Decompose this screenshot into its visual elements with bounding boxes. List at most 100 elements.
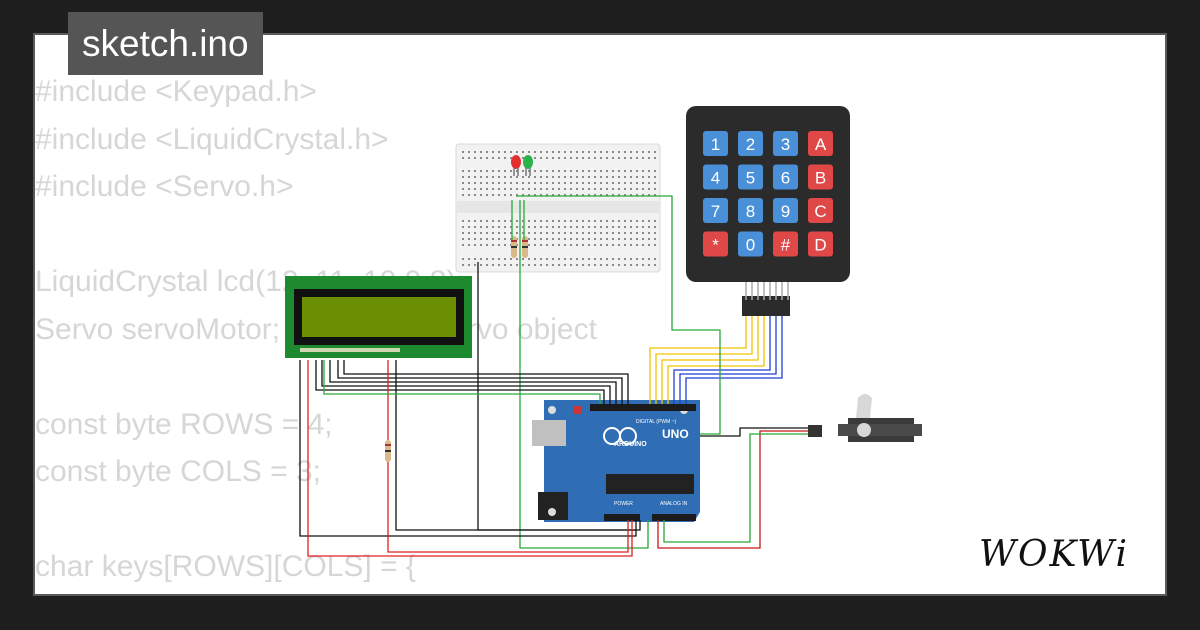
breadboard-hole: [606, 176, 608, 178]
breadboard-hole: [504, 170, 506, 172]
breadboard-hole: [642, 188, 644, 190]
breadboard-hole: [462, 182, 464, 184]
keypad-key[interactable]: 1: [703, 131, 728, 156]
breadboard-hole: [624, 170, 626, 172]
breadboard-hole: [594, 232, 596, 234]
green-led[interactable]: [523, 155, 533, 176]
breadboard-hole: [648, 176, 650, 178]
breadboard-hole: [624, 238, 626, 240]
keypad-key[interactable]: 0: [738, 231, 763, 257]
breadboard-hole: [588, 188, 590, 190]
breadboard-hole: [528, 258, 530, 260]
breadboard-hole: [558, 151, 560, 153]
breadboard-hole: [558, 182, 560, 184]
keypad-key[interactable]: 8: [738, 198, 763, 223]
keypad-key[interactable]: C: [808, 198, 833, 223]
breadboard-hole: [636, 151, 638, 153]
breadboard-hole: [534, 176, 536, 178]
breadboard-hole: [468, 264, 470, 266]
breadboard-hole: [618, 238, 620, 240]
breadboard-hole: [624, 220, 626, 222]
breadboard-hole: [516, 232, 518, 234]
breadboard-hole: [618, 232, 620, 234]
breadboard-hole: [594, 194, 596, 196]
arduino-uno[interactable]: [532, 400, 700, 522]
keypad-key-label: 8: [746, 202, 755, 221]
keypad-key[interactable]: 2: [738, 131, 763, 156]
breadboard-hole: [630, 238, 632, 240]
breadboard-hole: [510, 258, 512, 260]
keypad-key[interactable]: A: [808, 131, 833, 156]
breadboard-hole: [618, 194, 620, 196]
keypad-key[interactable]: *: [703, 231, 728, 257]
breadboard-hole: [636, 238, 638, 240]
keypad-key[interactable]: #: [773, 231, 798, 257]
breadboard-hole: [576, 244, 578, 246]
breadboard-hole: [474, 151, 476, 153]
breadboard-hole: [558, 194, 560, 196]
breadboard-hole: [528, 194, 530, 196]
breadboard-hole: [612, 244, 614, 246]
keypad-key[interactable]: 5: [738, 164, 763, 190]
breadboard-hole: [462, 264, 464, 266]
keypad-key-label: 0: [746, 236, 755, 255]
breadboard-hole: [522, 258, 524, 260]
keypad-key[interactable]: D: [808, 231, 833, 257]
breadboard-hole: [642, 238, 644, 240]
breadboard-hole: [564, 238, 566, 240]
breadboard-hole: [570, 170, 572, 172]
breadboard-hole: [546, 264, 548, 266]
breadboard-hole: [534, 232, 536, 234]
breadboard-hole: [594, 244, 596, 246]
breadboard-hole: [498, 176, 500, 178]
keypad-key[interactable]: 9: [773, 198, 798, 223]
breadboard-hole: [498, 170, 500, 172]
resistor[interactable]: [511, 236, 517, 258]
breadboard-hole: [618, 176, 620, 178]
resistor[interactable]: [385, 440, 391, 462]
breadboard[interactable]: [455, 143, 661, 273]
breadboard-hole: [552, 170, 554, 172]
breadboard-hole: [540, 258, 542, 260]
breadboard-hole: [570, 264, 572, 266]
breadboard-hole: [576, 232, 578, 234]
file-tab[interactable]: sketch.ino: [68, 12, 263, 75]
breadboard-hole: [600, 244, 602, 246]
breadboard-hole: [600, 182, 602, 184]
breadboard-hole: [474, 157, 476, 159]
breadboard-hole: [582, 258, 584, 260]
breadboard-hole: [498, 188, 500, 190]
breadboard-hole: [522, 182, 524, 184]
keypad-key[interactable]: 6: [773, 164, 798, 190]
breadboard-hole: [636, 182, 638, 184]
breadboard-hole: [504, 157, 506, 159]
keypad-key[interactable]: B: [808, 164, 833, 190]
resistor[interactable]: [522, 236, 528, 258]
breadboard-hole: [582, 176, 584, 178]
keypad-key[interactable]: 3: [773, 131, 798, 156]
servo-motor[interactable]: [808, 394, 922, 442]
breadboard-hole: [510, 151, 512, 153]
breadboard-hole: [504, 176, 506, 178]
breadboard-hole: [486, 238, 488, 240]
breadboard-hole: [654, 264, 656, 266]
breadboard-hole: [546, 232, 548, 234]
breadboard-hole: [504, 188, 506, 190]
keypad-key[interactable]: 4: [703, 164, 728, 190]
breadboard-hole: [564, 194, 566, 196]
breadboard-hole: [606, 232, 608, 234]
breadboard-hole: [636, 170, 638, 172]
breadboard-hole: [618, 157, 620, 159]
breadboard-hole: [534, 188, 536, 190]
keypad-key-label: 1: [711, 135, 720, 154]
breadboard-hole: [486, 157, 488, 159]
breadboard-hole: [546, 238, 548, 240]
lcd-display[interactable]: [285, 276, 472, 358]
red-led[interactable]: [511, 155, 521, 176]
breadboard-hole: [564, 188, 566, 190]
breadboard-hole: [504, 258, 506, 260]
breadboard-hole: [498, 244, 500, 246]
keypad-key[interactable]: 7: [703, 198, 728, 223]
